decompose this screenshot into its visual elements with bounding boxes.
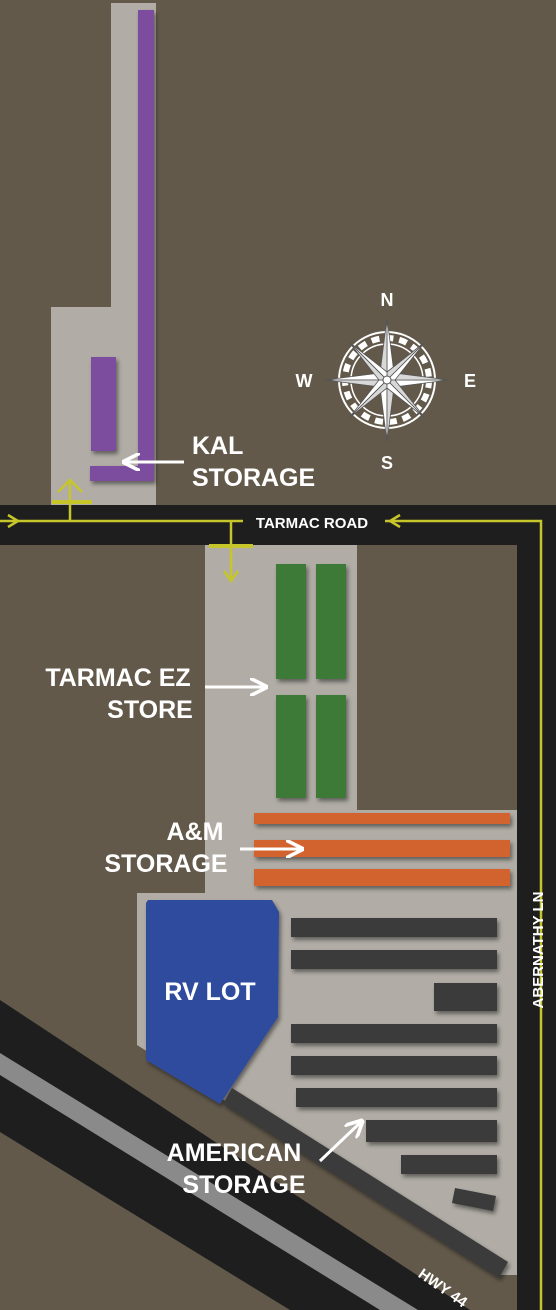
- kal-storage-buildings: [90, 10, 154, 481]
- rv-lot-label: RV LOT: [164, 978, 255, 1006]
- am-building: [254, 869, 510, 886]
- tarmac-ez-buildings: [276, 564, 346, 798]
- compass-rose: N S E W: [296, 290, 477, 473]
- american-building: [366, 1120, 497, 1142]
- abernathy-ln: [517, 505, 556, 1310]
- am-building: [254, 840, 510, 857]
- kal-lot: [51, 3, 156, 505]
- am-building: [254, 813, 510, 824]
- american-storage-label: AMERICAN STORAGE: [167, 1121, 362, 1199]
- kal-building: [90, 466, 154, 481]
- svg-text:A&M: A&M: [167, 818, 224, 846]
- compass-east: E: [464, 371, 476, 391]
- american-building: [291, 918, 497, 937]
- am-storage-label: A&M STORAGE: [104, 818, 302, 878]
- american-building: [291, 1056, 497, 1075]
- american-storage-buildings: [223, 918, 508, 1278]
- tarmac-ez-building: [316, 564, 346, 679]
- svg-text:STORAGE: STORAGE: [182, 1171, 305, 1199]
- rv-lot: [146, 900, 279, 1104]
- compass-north: N: [381, 290, 394, 310]
- tarmac-ez-building: [316, 695, 346, 798]
- kal-building: [138, 10, 154, 480]
- svg-text:STORE: STORE: [107, 696, 193, 724]
- hwy-44-road: [0, 1000, 470, 1310]
- kal-building: [91, 357, 116, 451]
- american-building: [434, 983, 497, 1011]
- american-building: [223, 1088, 508, 1278]
- am-storage-buildings: [254, 813, 510, 886]
- kal-storage-label: KAL STORAGE: [124, 432, 315, 492]
- svg-text:KAL: KAL: [192, 432, 243, 460]
- svg-text:AMERICAN: AMERICAN: [167, 1139, 302, 1167]
- american-arrow: [318, 1121, 362, 1163]
- tarmac-ez-building: [276, 695, 306, 798]
- tarmac-ez-building: [276, 564, 306, 679]
- american-building: [291, 1024, 497, 1043]
- american-building: [291, 950, 497, 969]
- tarmac-road: [0, 505, 556, 545]
- svg-text:STORAGE: STORAGE: [192, 464, 315, 492]
- road-centerline: [0, 478, 543, 1310]
- american-building: [296, 1088, 497, 1107]
- abernathy-ln-label: ABERNATHY LN: [530, 892, 547, 1009]
- compass-west: W: [296, 371, 313, 391]
- tarmac-road-label: TARMAC ROAD: [256, 515, 368, 532]
- american-building: [452, 1188, 496, 1211]
- american-building: [401, 1155, 497, 1174]
- svg-text:TARMAC EZ: TARMAC EZ: [45, 664, 190, 692]
- svg-text:STORAGE: STORAGE: [104, 850, 227, 878]
- compass-south: S: [381, 453, 393, 473]
- tarmac-ez-label: TARMAC EZ STORE: [45, 664, 266, 724]
